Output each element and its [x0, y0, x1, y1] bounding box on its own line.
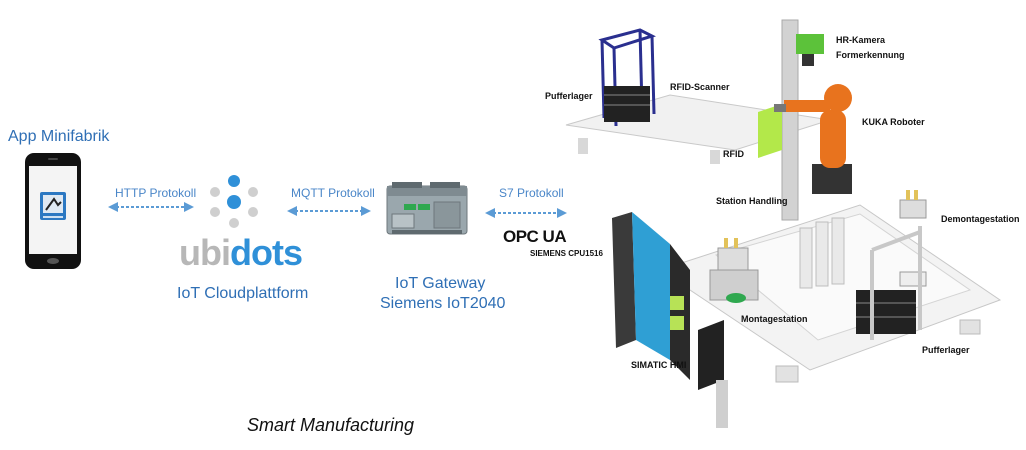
pufferlager-bottom-label: Pufferlager [922, 345, 970, 355]
hr-kamera-label: HR-Kamera [836, 35, 886, 45]
ubidots-dots-logo [205, 174, 263, 230]
montagestation-label: Montagestation [741, 314, 808, 324]
iot-gateway-device [386, 182, 468, 236]
app-label: App Minifabrik [8, 128, 110, 145]
s7-protocol-label: S7 Protokoll [499, 186, 564, 200]
http-arrow [108, 200, 194, 214]
kuka-roboter-label: KUKA Roboter [862, 117, 925, 127]
demontagestation-label: Demontagestation [941, 214, 1020, 224]
station-handling-label: Station Handling [716, 196, 788, 206]
gateway-label-line1: IoT Gateway [395, 275, 486, 292]
mqtt-arrow [287, 204, 371, 218]
ubidots-wordmark: ubidots [179, 232, 303, 273]
plant-illustration [520, 0, 1026, 440]
opc-ua-logo: OPC UA [503, 227, 567, 246]
cloud-platform-label: IoT Cloudplattform [177, 285, 309, 302]
diagram-caption: Smart Manufacturing [247, 415, 415, 435]
cpu-label: SIEMENS CPU1516 [530, 249, 603, 258]
pufferlager-top-label: Pufferlager [545, 91, 593, 101]
rfid-scanner-label: RFID-Scanner [670, 82, 730, 92]
formerkennung-label: Formerkennung [836, 50, 905, 60]
gateway-label-line2: Siemens IoT2040 [380, 295, 506, 312]
phone-icon [24, 152, 82, 270]
mqtt-protocol-label: MQTT Protokoll [291, 186, 375, 200]
http-protocol-label: HTTP Protokoll [115, 186, 197, 200]
s7-arrow [485, 206, 567, 220]
simatic-hmi-label: SIMATIC HMI [631, 360, 687, 370]
rfid-label: RFID [723, 149, 744, 159]
